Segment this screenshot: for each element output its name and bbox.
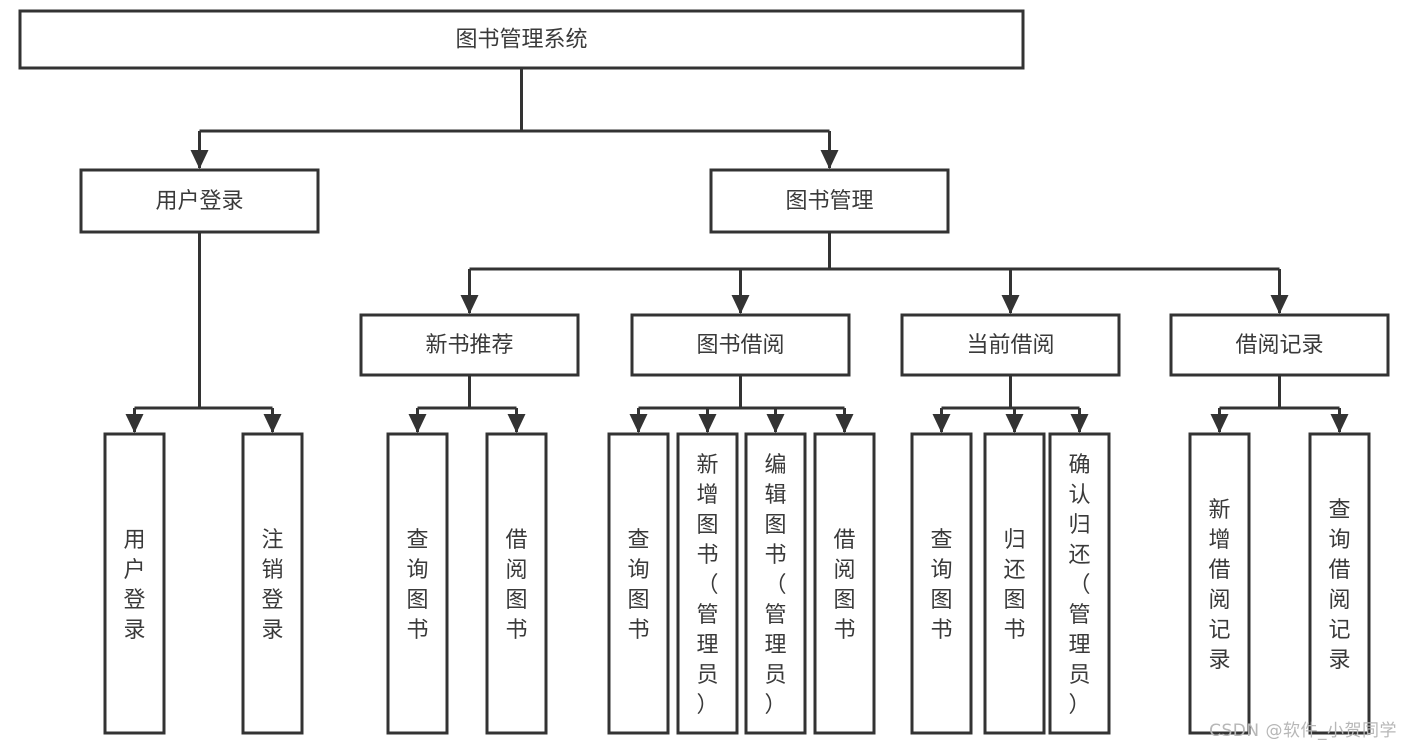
arrow-head-icon-current-borrow: [1001, 295, 1020, 314]
node-root[interactable]: 图书管理系统: [18, 9, 1025, 70]
node-box-leaf-query-book-rec: [386, 432, 449, 735]
arrow-head-icon-leaf-confirm-return: [1070, 414, 1089, 433]
node-box-user-login: [79, 168, 320, 234]
node-label-leaf-borrow-book-rec: 借阅图书: [505, 528, 527, 643]
node-box-leaf-user-login: [103, 432, 166, 735]
node-label-new-book-recommend: 新书推荐: [425, 333, 513, 358]
node-leaf-user-login[interactable]: 用户登录: [103, 432, 166, 735]
arrow-head-icon-leaf-add-record: [1210, 414, 1229, 433]
node-book-borrow[interactable]: 图书借阅: [630, 313, 851, 377]
node-user-login[interactable]: 用户登录: [79, 168, 320, 234]
node-label-leaf-logout: 注销登录: [261, 528, 283, 643]
arrow-head-icon-user-login: [190, 150, 209, 169]
node-box-leaf-query-book-borrow: [607, 432, 670, 735]
node-box-book-borrow: [630, 313, 851, 377]
arrow-head-icon-leaf-borrow-book-rec: [507, 414, 526, 433]
arrow-head-icon-leaf-query-book-borrow: [629, 414, 648, 433]
arrow-head-icon-leaf-query-book-rec: [408, 414, 427, 433]
node-label-current-borrow: 当前借阅: [966, 333, 1054, 358]
node-box-book-manage: [709, 168, 950, 234]
node-box-leaf-borrow-book: [813, 432, 876, 735]
node-box-leaf-borrow-book-rec: [485, 432, 548, 735]
node-box-leaf-query-book-cur: [910, 432, 973, 735]
node-borrow-record[interactable]: 借阅记录: [1169, 313, 1390, 377]
node-box-leaf-add-book: [676, 432, 739, 735]
node-leaf-add-book[interactable]: 新增图书（管理员）: [676, 432, 739, 735]
arrow-head-icon-leaf-return-book: [1005, 414, 1024, 433]
node-leaf-borrow-book[interactable]: 借阅图书: [813, 432, 876, 735]
node-leaf-edit-book[interactable]: 编辑图书（管理员）: [744, 432, 807, 735]
node-label-leaf-query-book-rec: 查询图书: [406, 528, 428, 643]
node-leaf-query-book-cur[interactable]: 查询图书: [910, 432, 973, 735]
node-box-new-book-recommend: [359, 313, 580, 377]
arrow-head-icon-new-book-recommend: [460, 295, 479, 314]
node-label-leaf-edit-book: 编辑图书（管理员）: [764, 453, 786, 718]
node-label-leaf-query-record: 查询借阅记录: [1328, 498, 1350, 673]
node-box-leaf-return-book: [983, 432, 1046, 735]
arrow-head-icon-leaf-borrow-book: [835, 414, 854, 433]
arrow-head-icon-borrow-record: [1270, 295, 1289, 314]
node-box-current-borrow: [900, 313, 1121, 377]
node-leaf-query-book-rec[interactable]: 查询图书: [386, 432, 449, 735]
node-book-manage[interactable]: 图书管理: [709, 168, 950, 234]
node-boxes: 图书管理系统用户登录图书管理新书推荐图书借阅当前借阅借阅记录用户登录注销登录查询…: [18, 9, 1390, 735]
csdn-watermark: CSDN @软件_小贺同学: [1209, 721, 1397, 741]
node-box-root: [18, 9, 1025, 70]
node-label-borrow-record: 借阅记录: [1235, 333, 1323, 358]
arrow-head-icon-leaf-query-record: [1330, 414, 1349, 433]
arrow-head-icon-leaf-query-book-cur: [932, 414, 951, 433]
node-leaf-return-book[interactable]: 归还图书: [983, 432, 1046, 735]
arrow-head-icon-book-manage: [820, 150, 839, 169]
node-new-book-recommend[interactable]: 新书推荐: [359, 313, 580, 377]
node-label-leaf-query-book-cur: 查询图书: [930, 528, 952, 643]
node-label-leaf-return-book: 归还图书: [1003, 528, 1025, 643]
arrow-head-icon-leaf-user-login: [125, 414, 144, 433]
node-current-borrow[interactable]: 当前借阅: [900, 313, 1121, 377]
node-leaf-query-book-borrow[interactable]: 查询图书: [607, 432, 670, 735]
arrow-head-icon-leaf-logout: [263, 414, 282, 433]
node-label-book-borrow: 图书借阅: [696, 333, 784, 358]
node-label-leaf-user-login: 用户登录: [123, 528, 145, 643]
node-leaf-query-record[interactable]: 查询借阅记录: [1308, 432, 1371, 735]
arrow-head-icon-leaf-edit-book: [766, 414, 785, 433]
node-label-leaf-confirm-return: 确认归还（管理员）: [1068, 453, 1090, 718]
node-box-leaf-confirm-return: [1048, 432, 1111, 735]
node-leaf-confirm-return[interactable]: 确认归还（管理员）: [1048, 432, 1111, 735]
node-label-leaf-add-book: 新增图书（管理员）: [696, 453, 718, 718]
node-leaf-borrow-book-rec[interactable]: 借阅图书: [485, 432, 548, 735]
node-leaf-logout[interactable]: 注销登录: [241, 432, 304, 735]
node-box-borrow-record: [1169, 313, 1390, 377]
node-box-leaf-edit-book: [744, 432, 807, 735]
arrow-head-icon-leaf-add-book: [698, 414, 717, 433]
node-label-leaf-borrow-book: 借阅图书: [833, 528, 855, 643]
node-box-leaf-logout: [241, 432, 304, 735]
node-box-leaf-add-record: [1188, 432, 1251, 735]
node-label-book-manage: 图书管理: [785, 189, 873, 214]
node-label-leaf-add-record: 新增借阅记录: [1208, 498, 1230, 673]
node-label-user-login: 用户登录: [155, 189, 243, 214]
node-box-leaf-query-record: [1308, 432, 1371, 735]
arrow-head-icon-book-borrow: [731, 295, 750, 314]
connector-edges: [125, 68, 1349, 433]
node-label-leaf-query-book-borrow: 查询图书: [627, 528, 649, 643]
node-label-root: 图书管理系统: [455, 28, 587, 53]
node-leaf-add-record[interactable]: 新增借阅记录: [1188, 432, 1251, 735]
